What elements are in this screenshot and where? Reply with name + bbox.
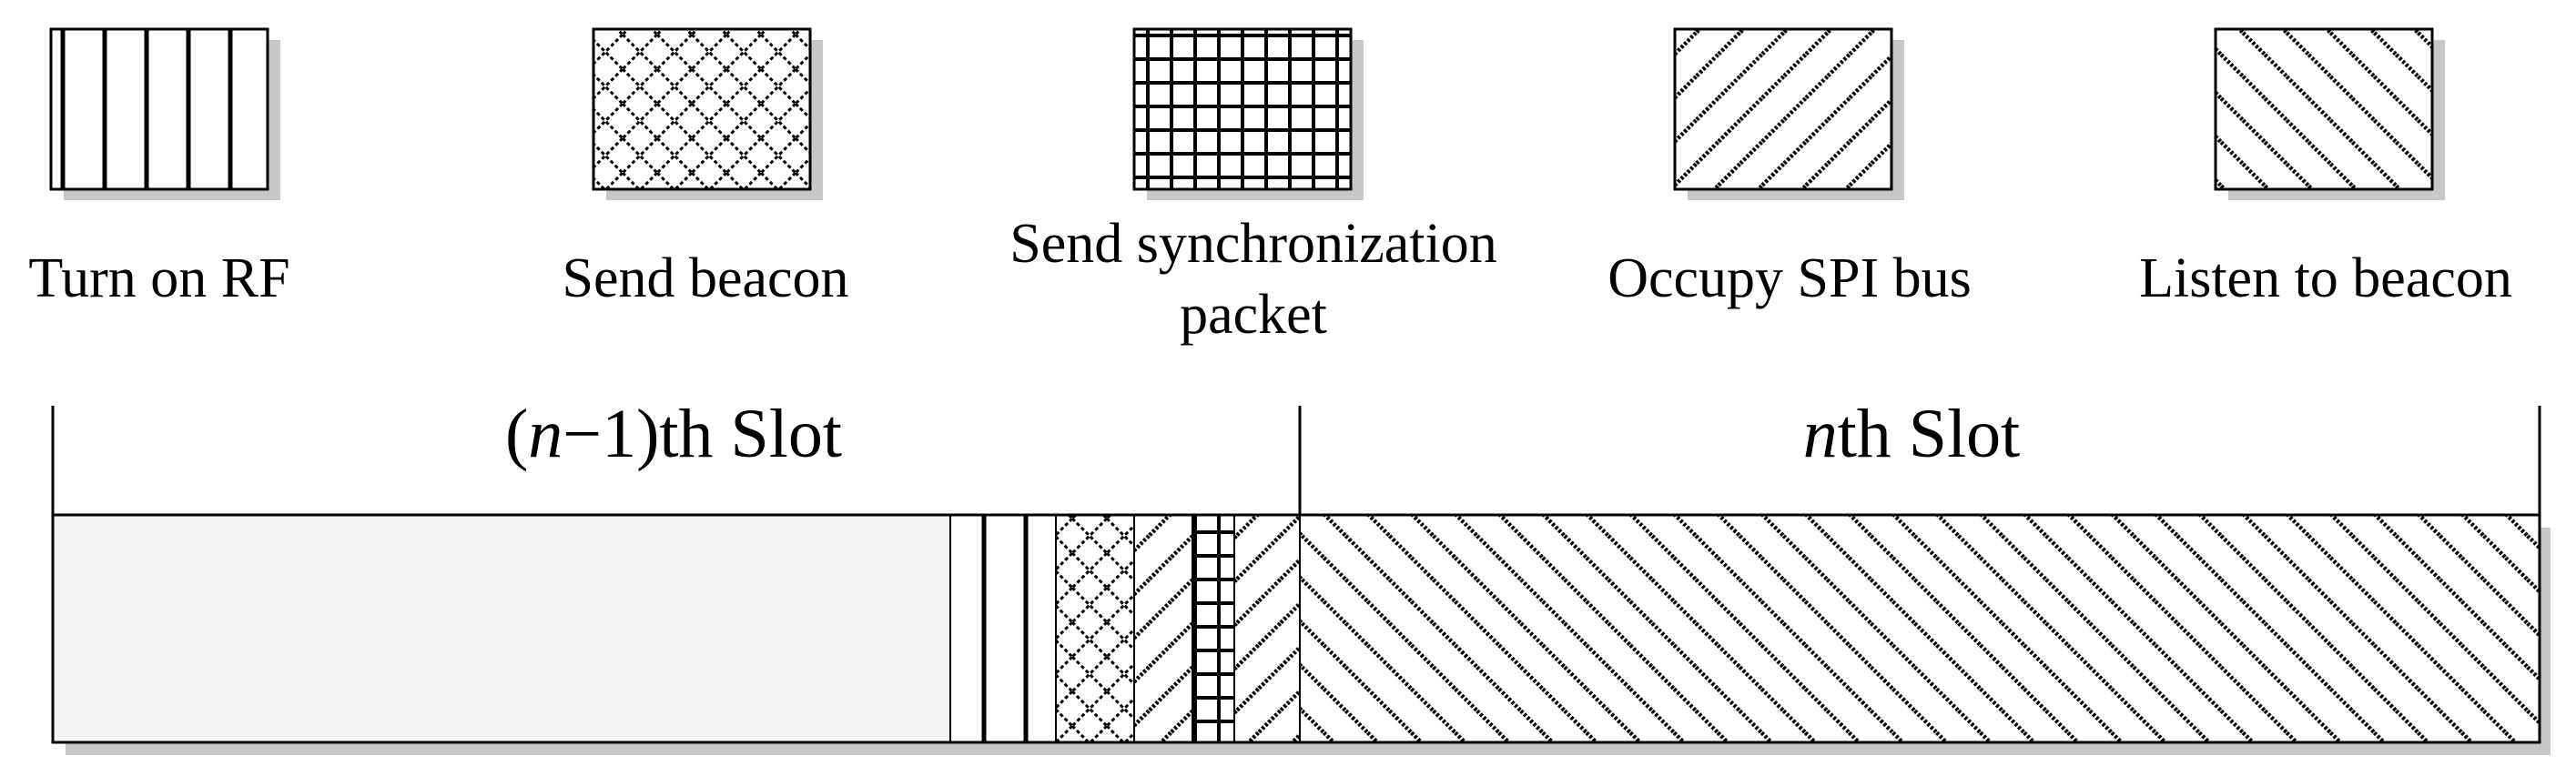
- legend-item-send-sync-packet: Send synchronization packet: [1009, 27, 1497, 346]
- legend-swatch-occupy-spi-bus: [1673, 27, 1893, 191]
- legend-label-send-sync-packet-line1: Send synchronization: [1009, 213, 1497, 275]
- slot-label-previous: (n−1)th Slot: [505, 396, 842, 472]
- legend-swatch-turn-on-rf: [49, 27, 269, 191]
- slot-label-current: nth Slot: [1803, 396, 2021, 472]
- legend-label-turn-on-rf: Turn on RF: [28, 247, 289, 309]
- segment-idle: [53, 515, 950, 742]
- legend-swatch-send-sync-packet: [1132, 27, 1353, 191]
- legend-swatch-send-beacon: [592, 27, 812, 191]
- legend-item-occupy-spi-bus: Occupy SPI bus: [1607, 27, 1972, 309]
- legend-label-send-beacon: Send beacon: [562, 247, 848, 309]
- legend-label-occupy-spi-bus: Occupy SPI bus: [1607, 247, 1972, 309]
- timeline-bar-border: [51, 513, 2541, 744]
- legend-item-send-beacon: Send beacon: [562, 27, 849, 309]
- segment-occupy-spi-bus-2: [1234, 515, 1300, 742]
- segment-listen-to-beacon: [1300, 515, 2540, 742]
- segment-send-sync-packet: [1192, 515, 1234, 742]
- legend-label-listen-to-beacon: Listen to beacon: [2139, 247, 2512, 309]
- legend-label-send-sync-packet-line2: packet: [1180, 284, 1327, 346]
- legend-swatch-listen-to-beacon: [2214, 27, 2434, 191]
- segment-occupy-spi-bus: [1134, 515, 1192, 742]
- legend-item-turn-on-rf: Turn on RF: [28, 27, 290, 309]
- segment-turn-on-rf: [950, 515, 1056, 742]
- segment-send-beacon: [1056, 515, 1134, 742]
- legend: Turn on RF Send beacon Send synchronizat…: [28, 27, 2512, 346]
- timeline-bar: [51, 513, 2551, 755]
- legend-item-listen-to-beacon: Listen to beacon: [2139, 27, 2512, 309]
- slot-boundaries: [51, 406, 2541, 515]
